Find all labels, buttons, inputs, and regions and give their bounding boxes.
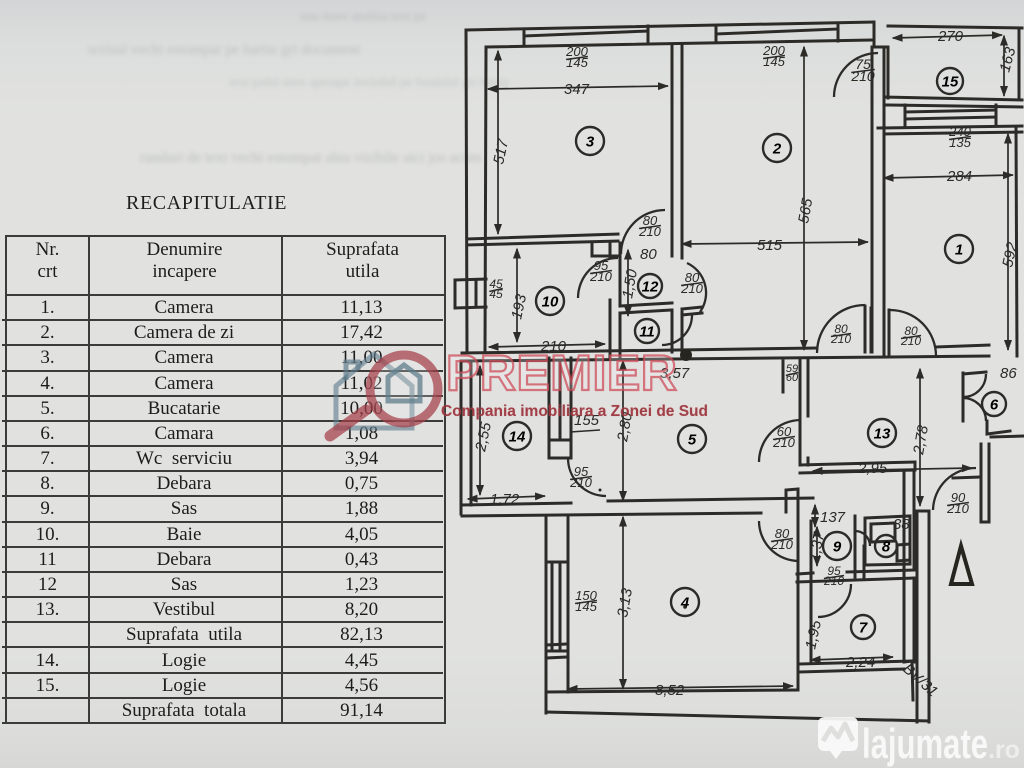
svg-text:7: 7: [859, 619, 868, 636]
svg-text:90: 90: [951, 490, 966, 505]
svg-text:210: 210: [772, 435, 795, 450]
svg-text:95: 95: [827, 564, 841, 578]
svg-text:59: 59: [786, 363, 798, 375]
svg-text:200: 200: [565, 44, 588, 59]
svg-text:80: 80: [640, 246, 657, 263]
svg-text:9: 9: [833, 538, 842, 555]
svg-text:210: 210: [946, 501, 969, 516]
svg-text:210: 210: [589, 269, 612, 284]
svg-text:155: 155: [574, 412, 600, 429]
svg-text:13: 13: [874, 425, 891, 442]
svg-text:3,13: 3,13: [614, 586, 636, 618]
svg-text:1,37: 1,37: [806, 530, 828, 562]
svg-text:45: 45: [489, 287, 503, 301]
svg-text:60: 60: [786, 372, 799, 384]
svg-text:565: 565: [795, 196, 816, 224]
svg-text:210: 210: [540, 338, 567, 355]
svg-text:95: 95: [574, 464, 589, 479]
svg-text:4: 4: [680, 594, 690, 611]
svg-text:2,24: 2,24: [845, 654, 875, 671]
svg-text:14: 14: [509, 428, 526, 445]
svg-text:240: 240: [948, 124, 971, 139]
svg-text:6: 6: [990, 396, 999, 413]
svg-text:210: 210: [850, 68, 875, 84]
svg-text:80: 80: [834, 322, 848, 336]
svg-text:38: 38: [893, 516, 910, 533]
svg-text:3: 3: [586, 133, 595, 150]
svg-text:1: 1: [955, 241, 963, 258]
svg-text:5: 5: [688, 431, 697, 448]
svg-text:3,57: 3,57: [660, 365, 690, 382]
svg-text:1,50: 1,50: [619, 267, 641, 299]
svg-text:193: 193: [508, 292, 530, 321]
svg-text:8,52: 8,52: [655, 682, 685, 699]
svg-text:2,78: 2,78: [910, 423, 932, 456]
svg-text:210: 210: [680, 281, 703, 296]
svg-text:1,72: 1,72: [490, 491, 520, 508]
svg-text:137: 137: [820, 509, 846, 526]
svg-text:80: 80: [685, 270, 700, 285]
svg-text:210: 210: [900, 334, 921, 348]
svg-text:lajumate: lajumate: [862, 720, 988, 767]
svg-text:284: 284: [946, 168, 972, 185]
svg-text:86: 86: [1000, 365, 1017, 382]
svg-text:145: 145: [763, 54, 785, 69]
svg-text:517: 517: [490, 137, 512, 166]
svg-text:347: 347: [564, 81, 590, 98]
svg-text:.ro: .ro: [988, 736, 1020, 764]
svg-text:BV/31: BV/31: [899, 660, 941, 700]
svg-text:60: 60: [777, 424, 792, 439]
svg-text:210: 210: [830, 332, 851, 346]
svg-text:210: 210: [770, 537, 793, 552]
svg-text:163: 163: [996, 45, 1019, 74]
svg-text:80: 80: [904, 324, 918, 338]
svg-text:150: 150: [575, 588, 597, 603]
svg-text:1,95: 1,95: [802, 618, 825, 651]
svg-text:145: 145: [575, 599, 597, 614]
svg-text:10: 10: [542, 293, 559, 310]
svg-text:145: 145: [566, 55, 588, 70]
svg-text:515: 515: [757, 237, 783, 254]
svg-text:2,95: 2,95: [857, 460, 888, 477]
svg-text:8: 8: [882, 538, 891, 555]
svg-text:592: 592: [999, 240, 1021, 269]
svg-text:12: 12: [642, 278, 659, 295]
svg-text:95: 95: [594, 258, 609, 273]
svg-text:135: 135: [949, 135, 971, 150]
svg-text:210: 210: [638, 224, 661, 239]
svg-text:15: 15: [942, 73, 959, 90]
svg-text:80: 80: [643, 213, 658, 228]
svg-text:2,55: 2,55: [472, 420, 495, 454]
svg-text:200: 200: [762, 43, 785, 58]
svg-text:210: 210: [823, 574, 844, 588]
svg-text:270: 270: [937, 28, 964, 45]
svg-text:2: 2: [772, 140, 782, 157]
svg-text:11: 11: [639, 323, 655, 340]
svg-text:75: 75: [855, 56, 871, 72]
svg-text:210: 210: [569, 475, 592, 490]
svg-text:80: 80: [775, 526, 790, 541]
svg-text:2,80: 2,80: [614, 410, 636, 443]
svg-text:45: 45: [489, 277, 503, 291]
